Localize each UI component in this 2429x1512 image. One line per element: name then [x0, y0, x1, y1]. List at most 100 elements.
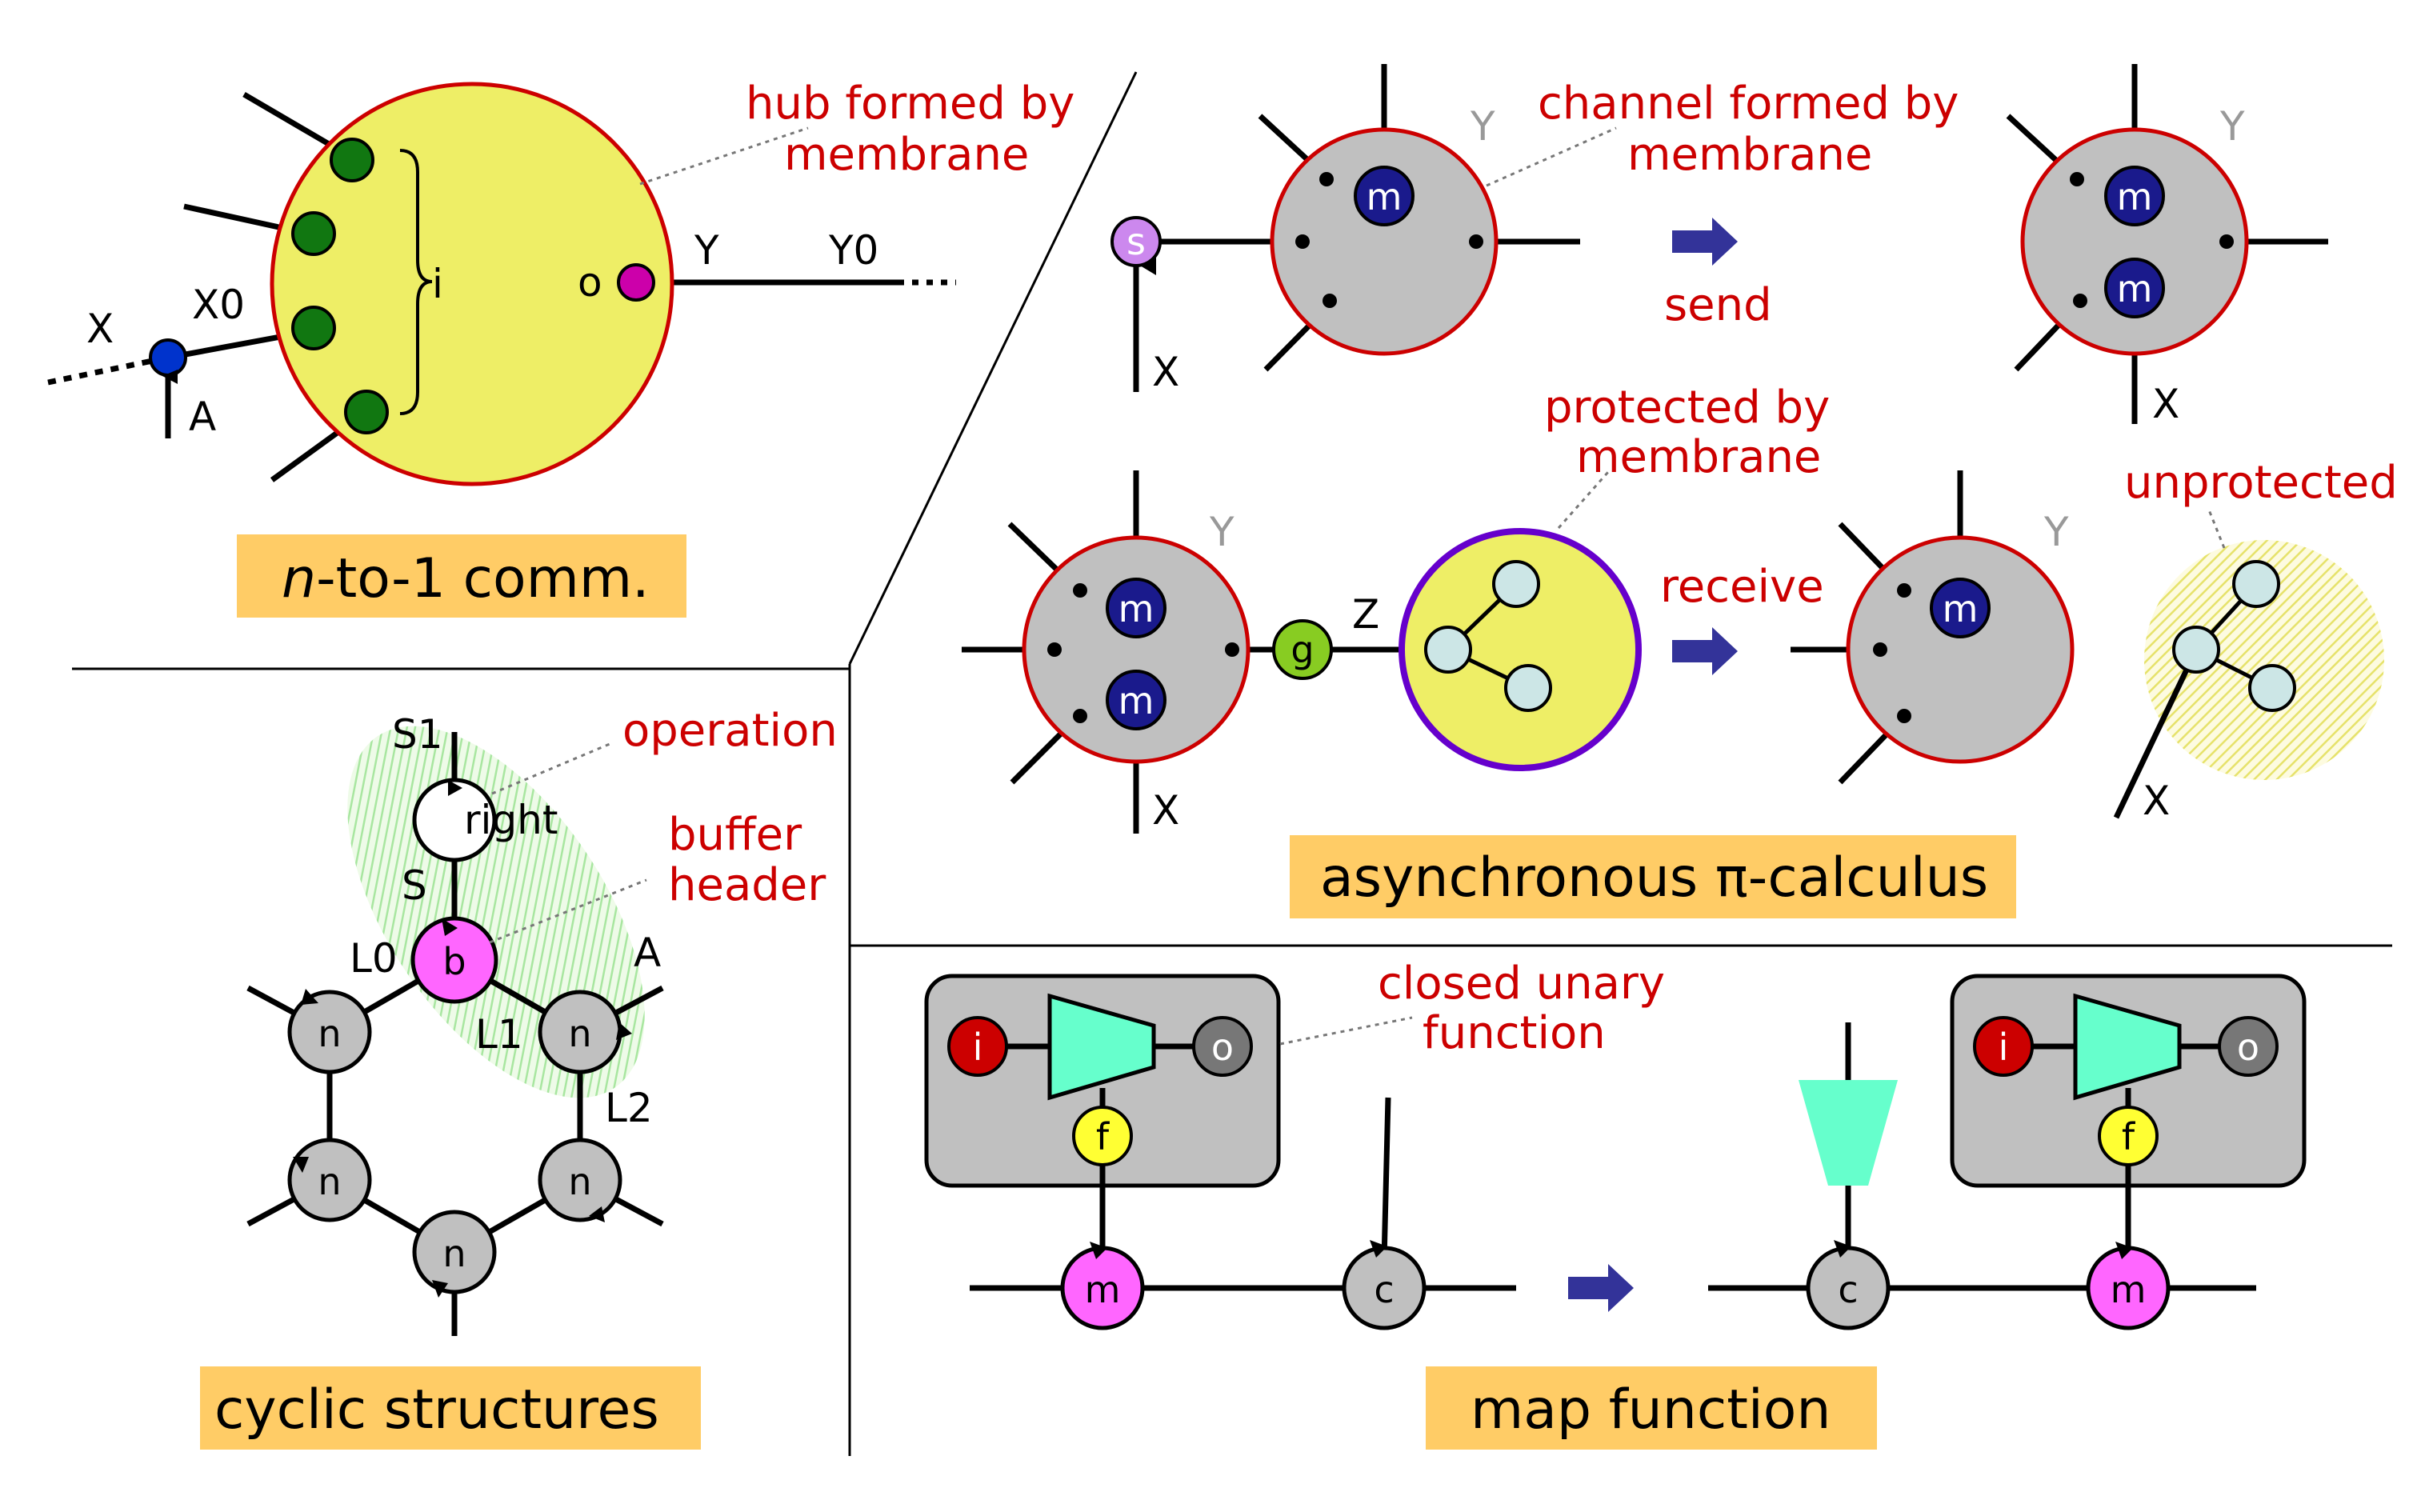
label-y: Y: [2219, 103, 2245, 150]
send-node: [1110, 216, 1162, 267]
list-node: [538, 1138, 622, 1222]
label-x: X: [2152, 381, 2179, 427]
label-m: m: [1367, 175, 1403, 218]
annotation-buffer-line1: buffer: [668, 809, 802, 861]
annotation-function-line1: closed unary: [1378, 958, 1665, 1010]
port-node: [344, 390, 389, 434]
label-l2: L2: [605, 1085, 653, 1131]
process-node: [1424, 626, 1472, 674]
panel-cyclic: right b n n n n n S1 S L0 L1 L2 A operat…: [200, 705, 838, 1450]
panel-async-pi: m s X Y channel formed by membrane send …: [962, 64, 2398, 918]
label-c: c: [1374, 1268, 1394, 1311]
caption-box: [237, 534, 686, 618]
function-trapezoid: [1799, 1080, 1898, 1186]
hub-membrane: [270, 82, 674, 486]
list-node: [287, 990, 372, 1074]
label-y: Y: [1470, 103, 1495, 150]
label-m: m: [1118, 679, 1154, 722]
process-node: [1504, 664, 1552, 712]
label-y: Y: [2043, 509, 2069, 555]
protected-membrane: [1399, 528, 1642, 771]
label-a: A: [189, 394, 216, 440]
caption-box: [1290, 835, 2016, 918]
label-n: n: [318, 1160, 341, 1203]
caption-async-pi: asynchronous π-calculus: [1320, 846, 1988, 910]
label-s: S: [402, 862, 427, 909]
process-node: [2172, 626, 2220, 674]
panel-n-to-1: i o X X0 A Y Y0 hub formed by membrane n…: [47, 78, 1074, 618]
label-s: s: [1126, 220, 1146, 263]
label-x0: X0: [192, 282, 245, 328]
operation-node: [412, 778, 497, 862]
caption-box: [1426, 1366, 1877, 1450]
label-g: g: [1291, 628, 1314, 671]
label-l0: L0: [350, 935, 398, 982]
arrow-icon: [1568, 1264, 1634, 1312]
arrow-icon: [1672, 627, 1738, 675]
label-o: o: [1211, 1026, 1234, 1069]
label-c: c: [1838, 1268, 1858, 1311]
input-node: [1973, 1016, 2034, 1077]
label-l1: L1: [475, 1011, 523, 1058]
list-node: [412, 1210, 497, 1294]
function-trapezoid: [2073, 993, 2182, 1101]
label-x: X: [86, 306, 114, 352]
annotation-hub-line2: membrane: [784, 129, 1029, 181]
label-i: i: [1999, 1026, 2009, 1069]
label-n: n: [568, 1160, 591, 1203]
annotation-channel-line1: channel formed by: [1538, 78, 1959, 130]
annotation-unprotected: unprotected: [2124, 457, 2398, 509]
get-node: [1272, 619, 1333, 680]
arrow-icon: [1672, 218, 1738, 266]
label-x: X: [1152, 787, 1179, 834]
label-m: m: [2117, 175, 2153, 218]
channel-membrane: [2020, 127, 2249, 356]
port-node: [291, 306, 336, 350]
message-node: [1354, 166, 1415, 226]
x-node: [149, 338, 187, 377]
message-node: [2104, 258, 2165, 318]
process-node: [1492, 560, 1540, 608]
label-i: i: [973, 1026, 983, 1069]
label-x: X: [2143, 778, 2170, 824]
label-o: o: [578, 259, 602, 306]
label-i: i: [432, 261, 443, 307]
buffer-header-node: [410, 916, 498, 1004]
annotation-protected-line2: membrane: [1576, 431, 1821, 483]
label-b: b: [442, 940, 466, 983]
message-node: [1106, 670, 1166, 730]
label-right: right: [464, 797, 558, 843]
process-node: [2248, 664, 2296, 712]
process-node: [2232, 560, 2280, 608]
label-a: A: [634, 930, 661, 976]
label-n: n: [442, 1232, 466, 1275]
panel-map: i o f m c closed unary function c i o: [924, 958, 2307, 1450]
label-m: m: [2117, 267, 2153, 310]
label-m: m: [1085, 1268, 1121, 1311]
function-trapezoid: [1047, 993, 1156, 1101]
label-n: n: [568, 1012, 591, 1055]
label-m: m: [1943, 587, 1979, 630]
label-z: Z: [1352, 591, 1379, 638]
output-node: [617, 263, 655, 302]
caption-n-to-1: n-to-1 comm.: [282, 547, 650, 610]
output-node: [2218, 1016, 2279, 1077]
label-m: m: [1118, 587, 1154, 630]
message-node: [1930, 578, 1991, 638]
label-send: send: [1664, 279, 1772, 331]
label-s1: S1: [392, 711, 443, 758]
output-node: [1192, 1016, 1253, 1077]
annotation-operation: operation: [622, 705, 838, 757]
caption-box: [200, 1366, 701, 1450]
label-f: f: [2122, 1115, 2136, 1158]
port-node: [291, 211, 336, 256]
label-x: X: [1152, 349, 1179, 395]
label-m: m: [2111, 1268, 2147, 1311]
label-receive: receive: [1660, 561, 1824, 613]
list-node: [287, 1138, 372, 1222]
input-node: [947, 1016, 1008, 1077]
annotation-channel-line2: membrane: [1627, 129, 1872, 181]
port-node: [330, 138, 374, 182]
annotation-protected-line1: protected by: [1544, 382, 1830, 434]
